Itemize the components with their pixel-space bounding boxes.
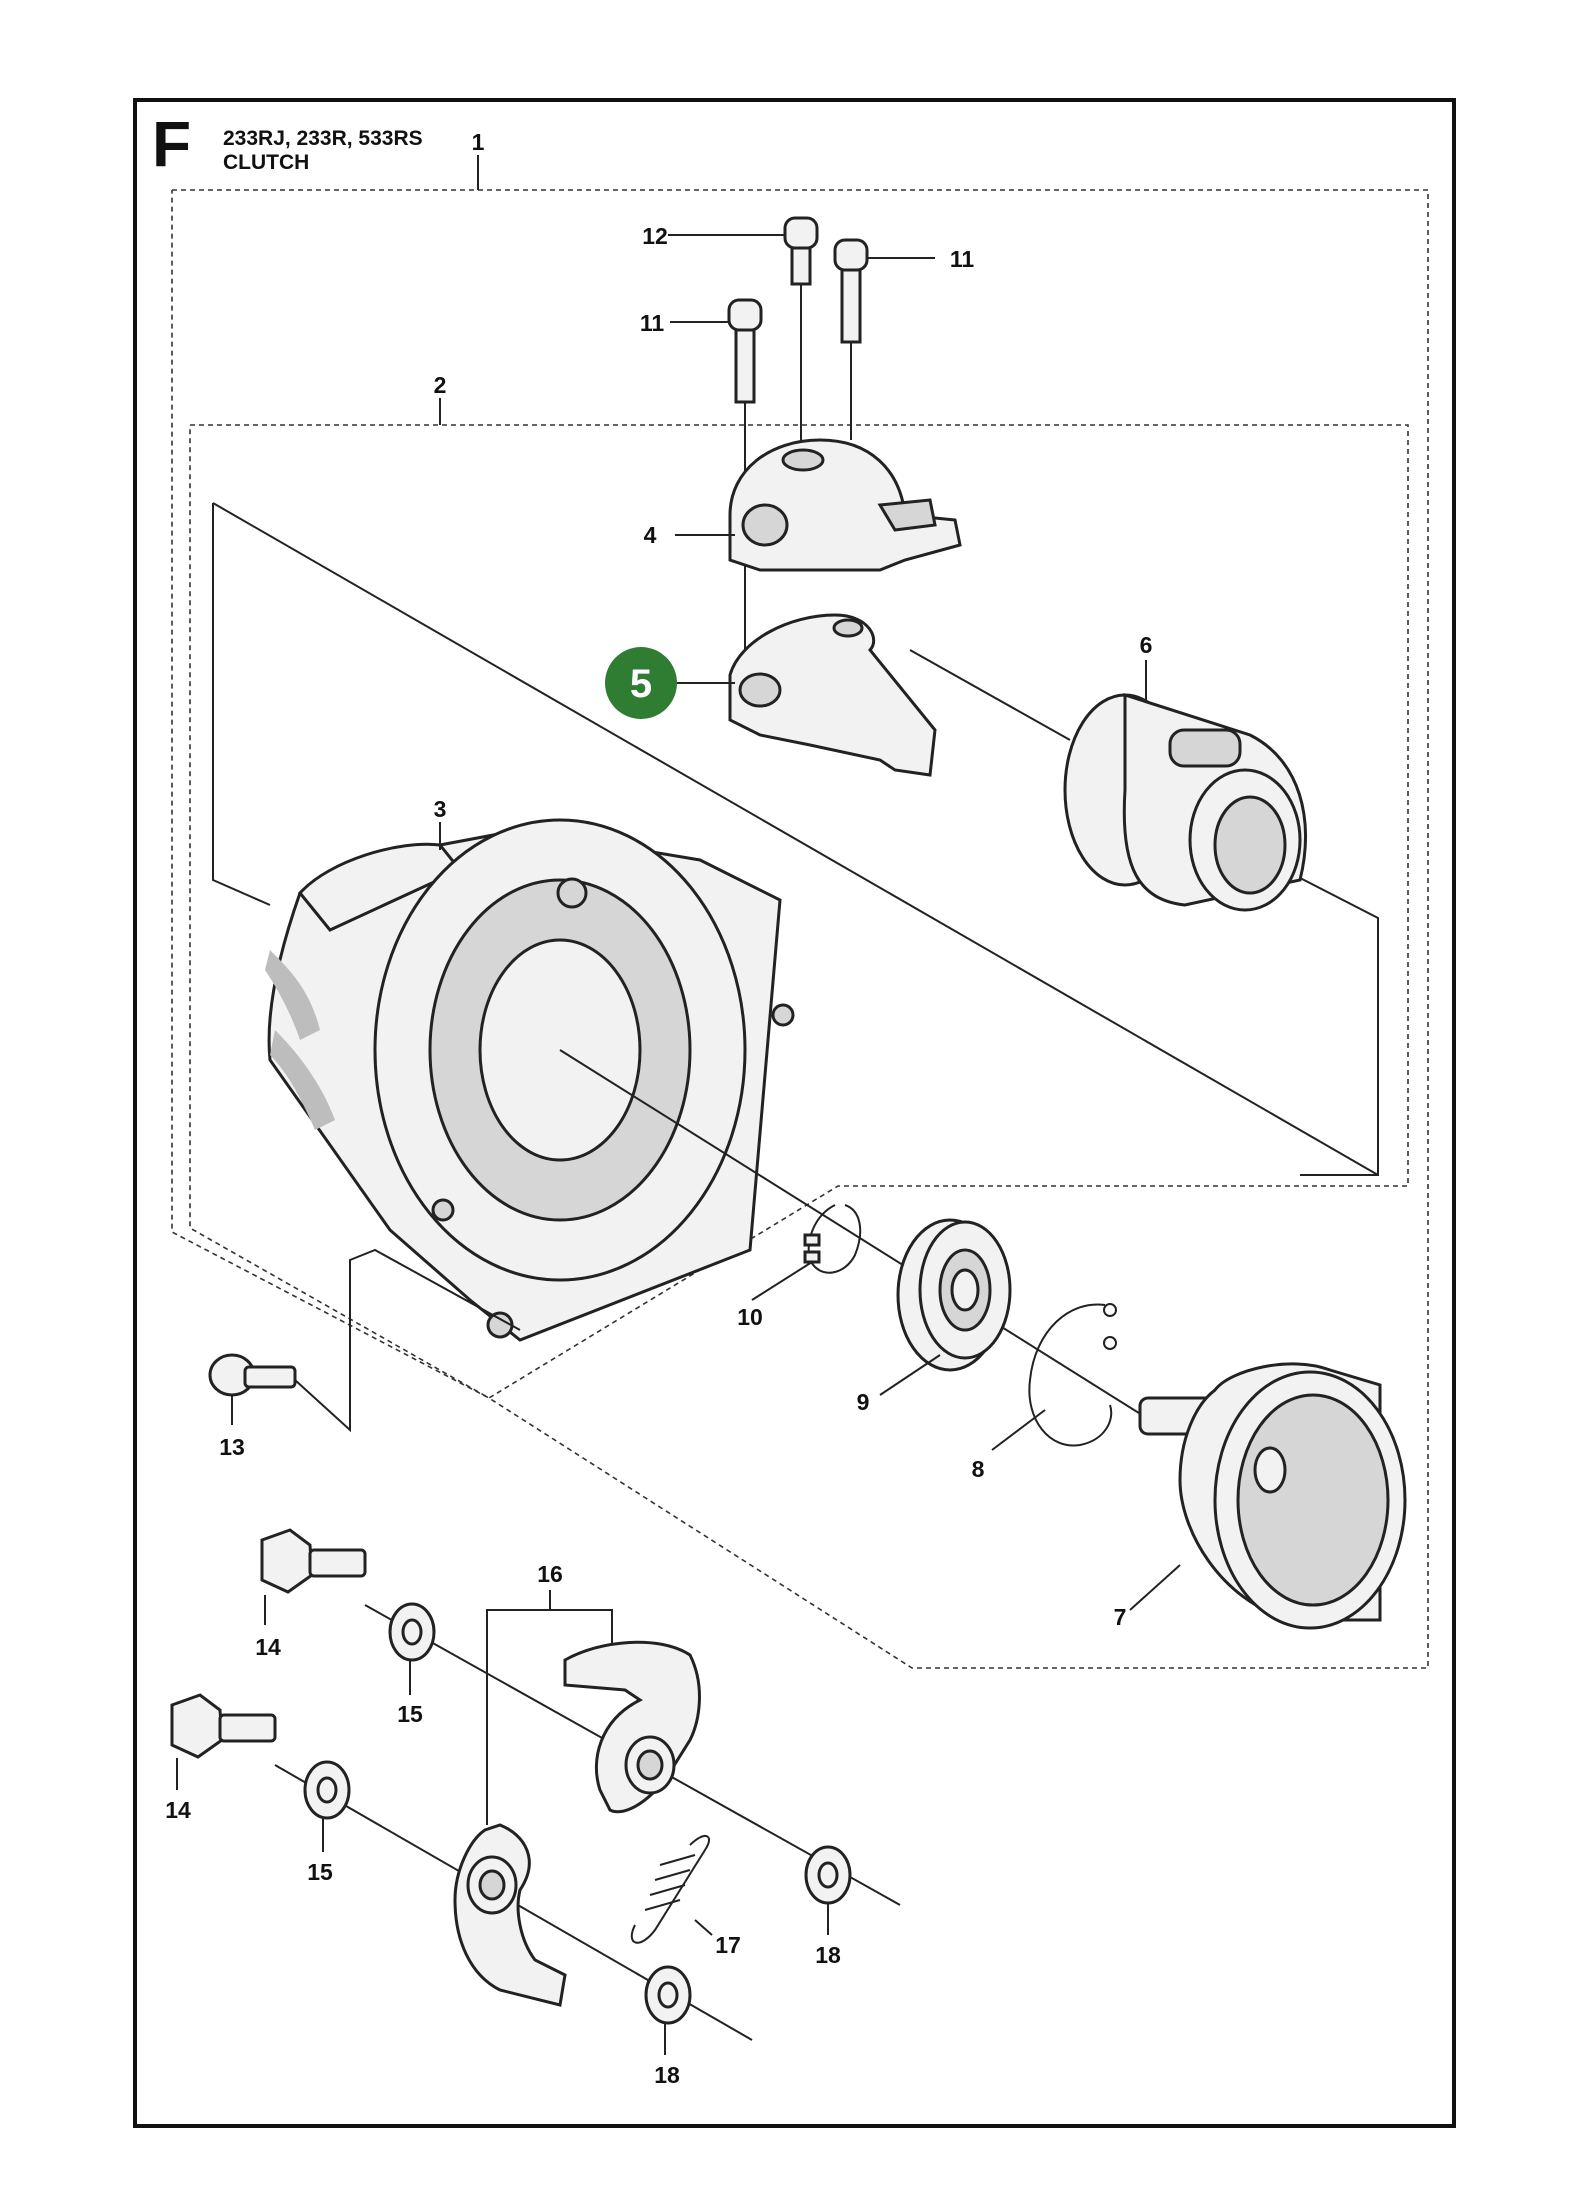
axis-line-6	[909, 649, 1071, 741]
part-10-circlip	[803, 1204, 862, 1274]
part-15-washer-upper	[388, 1602, 436, 1662]
diagram-frame	[133, 98, 1456, 2128]
part-15-washer-lower	[303, 1760, 351, 1820]
part-16-clutch-shoe-lower	[453, 1823, 567, 2007]
leader-8	[991, 1409, 1046, 1451]
callout-17: 17	[715, 1932, 741, 1958]
callout-14-upper: 14	[255, 1634, 281, 1660]
screw-12	[783, 216, 819, 440]
callout-7: 7	[1114, 1604, 1127, 1630]
callout-15-lower: 15	[307, 1859, 333, 1885]
callout-14-lower: 14	[165, 1797, 191, 1823]
callout-9: 9	[857, 1389, 870, 1415]
part-16-clutch-shoe-upper	[563, 1640, 701, 1814]
callout-11-left: 11	[640, 310, 665, 336]
leader-7	[1129, 1564, 1181, 1611]
leader-9	[879, 1354, 941, 1396]
callout-1: 1	[472, 129, 485, 155]
part-7-clutch-drum	[1138, 1362, 1407, 1630]
callout-2: 2	[434, 372, 447, 398]
assembly-2-boundary	[189, 424, 1409, 1399]
part-13-screw	[208, 1353, 297, 1397]
screw-11-right	[833, 238, 869, 440]
housing-subgroup-outline	[212, 503, 271, 906]
callout-4: 4	[644, 522, 657, 548]
callout-10: 10	[737, 1304, 763, 1330]
callout-18-bottom: 18	[654, 2062, 680, 2088]
leader-16-bracket	[486, 1609, 613, 1825]
highlight-callout-badge	[605, 647, 677, 719]
callout-12: 12	[642, 223, 668, 249]
part-5-lower-clamp	[728, 613, 937, 777]
callout-16: 16	[537, 1561, 563, 1587]
callout-11-right: 11	[950, 246, 975, 272]
part-17-spring	[630, 1835, 710, 1944]
leader-10	[751, 1261, 813, 1301]
part-8-retaining-ring	[1028, 1303, 1117, 1447]
callout-18-right: 18	[815, 1942, 841, 1968]
section-letter: F	[152, 108, 192, 180]
housing-subgroup-right	[1229, 841, 1379, 1176]
axis-line-main	[559, 1049, 1151, 1421]
highlight-callout-number: 5	[630, 662, 652, 706]
leader-17	[694, 1919, 713, 1936]
callout-6: 6	[1140, 632, 1153, 658]
part-6-shaft-holder	[1063, 692, 1307, 912]
callout-13: 13	[219, 1434, 245, 1460]
leader-13-path	[294, 1248, 521, 1433]
callout-3: 3	[434, 796, 447, 822]
part-9-bearing	[896, 1218, 1012, 1372]
callout-8: 8	[972, 1456, 985, 1482]
part-14-bolt-upper	[260, 1528, 367, 1594]
housing-subgroup-diagonal	[212, 502, 1379, 1176]
part-14-bolt-lower	[170, 1693, 277, 1759]
part-3-clutch-housing	[265, 818, 795, 1342]
assembly-1-boundary	[171, 189, 1429, 1669]
part-18-washer-bottom	[644, 1965, 692, 2025]
part-18-washer-right	[804, 1845, 852, 1905]
diagram-title: CLUTCH	[223, 151, 310, 174]
part-4-upper-clamp	[728, 438, 962, 572]
model-list: 233RJ, 233R, 533RS	[223, 127, 423, 150]
callout-15-upper: 15	[397, 1701, 423, 1727]
